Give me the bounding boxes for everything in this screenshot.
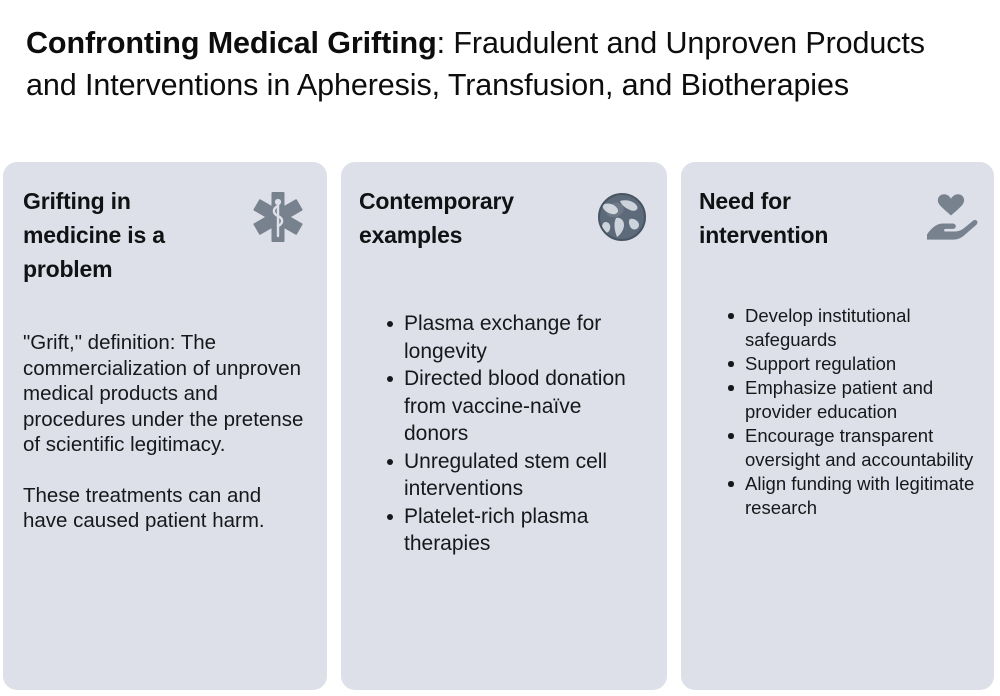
- card-row: Grifting in medicine is a problem: [3, 162, 994, 690]
- globe-icon: [593, 188, 651, 246]
- page-title-rest: : Fraudulent and Unproven Products and I…: [26, 26, 925, 103]
- star-of-life-icon: [249, 188, 307, 246]
- page-title: Confronting Medical Grifting: Fraudulent…: [26, 22, 956, 106]
- card-paragraph: These treatments can and have caused pat…: [23, 483, 265, 533]
- card-heading: Grifting in medicine is a problem: [23, 188, 165, 282]
- card-header: Grifting in medicine is a problem: [23, 184, 307, 286]
- card-heading: Contemporary examples: [359, 188, 514, 248]
- list-item: Develop institutional safeguards: [728, 304, 980, 352]
- list-item: Align funding with legitimate research: [728, 472, 980, 520]
- list-item: Unregulated stem cell interventions: [387, 448, 651, 503]
- card-contemporary-examples: Contemporary examples: [341, 162, 667, 690]
- heart-in-hand-icon: [922, 188, 980, 246]
- card-heading: Need for intervention: [699, 188, 829, 248]
- card-bullet-list: Plasma exchange for longevity Directed b…: [359, 310, 651, 558]
- card-grifting-problem: Grifting in medicine is a problem: [3, 162, 327, 690]
- card-paragraph: "Grift," definition: The commercializati…: [23, 331, 304, 456]
- list-item: Emphasize patient and provider education: [728, 376, 980, 424]
- list-item: Support regulation: [728, 352, 980, 376]
- card-header: Need for intervention: [699, 184, 980, 252]
- list-item: Directed blood donation from vaccine-naï…: [387, 365, 651, 448]
- card-header: Contemporary examples: [359, 184, 651, 252]
- card-need-for-intervention: Need for intervention Develop institutio…: [681, 162, 994, 690]
- list-item: Plasma exchange for longevity: [387, 310, 651, 365]
- list-item: Encourage transparent oversight and acco…: [728, 424, 980, 472]
- card-bullet-list: Develop institutional safeguards Support…: [699, 304, 980, 520]
- list-item: Platelet-rich plasma therapies: [387, 503, 651, 558]
- page-title-emphasis: Confronting Medical Grifting: [26, 26, 437, 61]
